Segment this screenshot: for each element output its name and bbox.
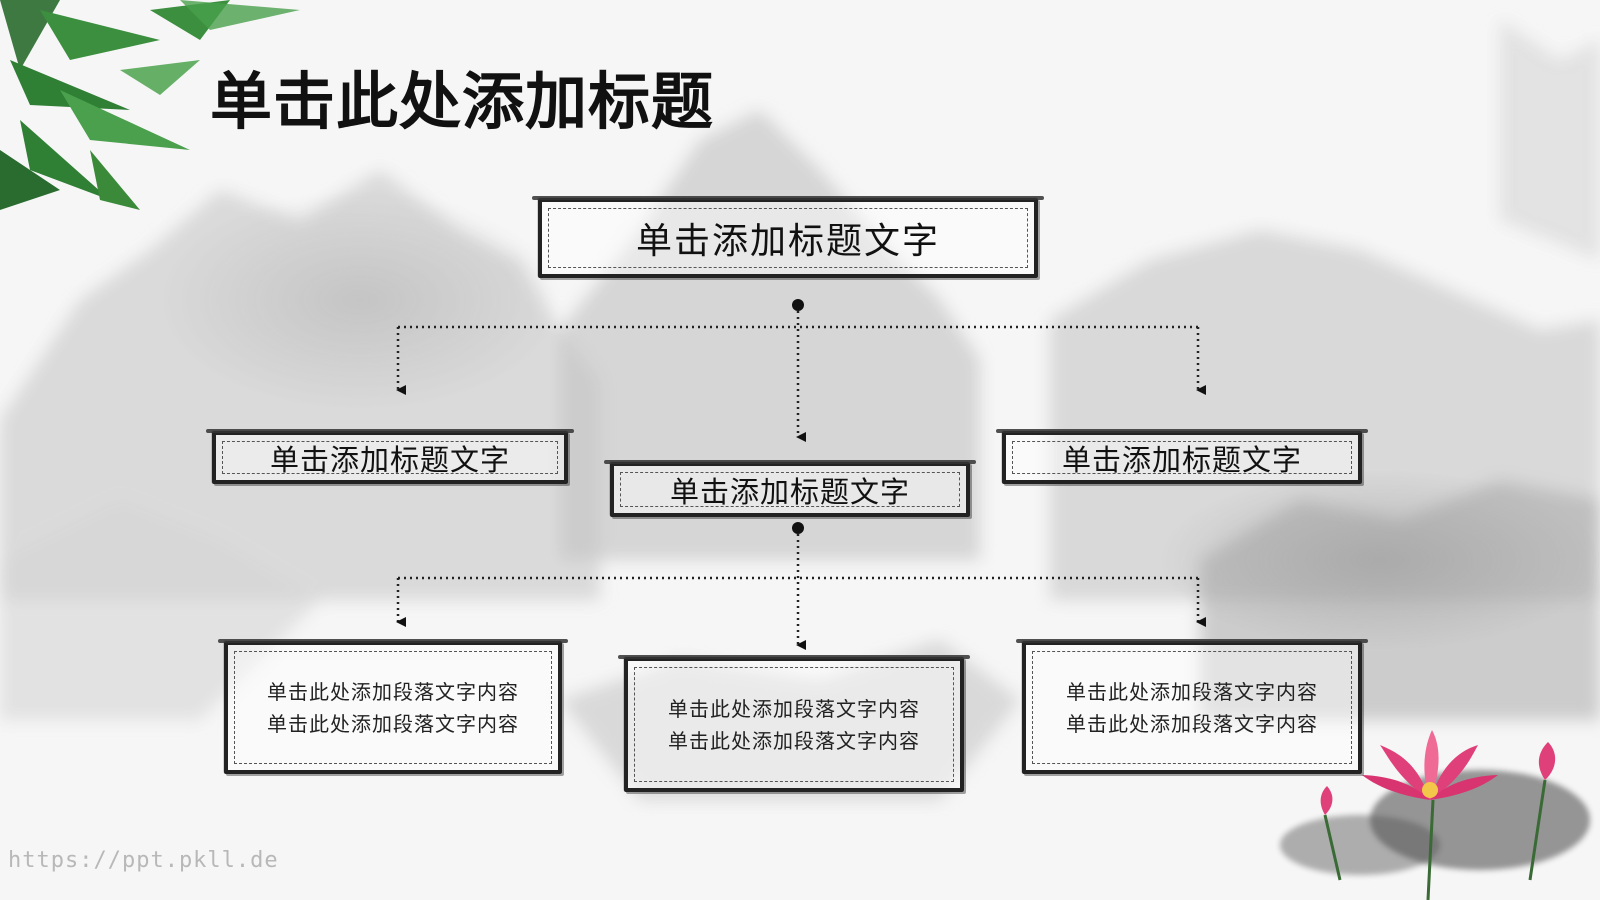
level3-node-text: 单击此处添加段落文字内容 单击此处添加段落文字内容: [267, 676, 519, 740]
level2-node-label: 单击添加标题文字: [669, 474, 910, 509]
connector-dot-root: [792, 299, 804, 311]
level3-node-box-left[interactable]: 单击此处添加段落文字内容 单击此处添加段落文字内容: [218, 639, 568, 774]
level3-node-text: 单击此处添加段落文字内容 单击此处添加段落文字内容: [1066, 676, 1318, 740]
level3-node-box-right[interactable]: 单击此处添加段落文字内容 单击此处添加段落文字内容: [1016, 639, 1368, 774]
level3-node-line: 单击此处添加段落文字内容: [267, 679, 519, 704]
root-node-box[interactable]: 单击添加标题文字: [532, 196, 1044, 278]
level3-node-text: 单击此处添加段落文字内容 单击此处添加段落文字内容: [668, 693, 920, 757]
page-title[interactable]: 单击此处添加标题: [210, 65, 715, 138]
level3-node-line: 单击此处添加段落文字内容: [267, 711, 519, 736]
level2-node-box-center[interactable]: 单击添加标题文字: [604, 460, 976, 517]
level3-node-box-center[interactable]: 单击此处添加段落文字内容 单击此处添加段落文字内容: [618, 655, 970, 792]
level2-node-box-left[interactable]: 单击添加标题文字: [206, 429, 574, 484]
level3-node-line: 单击此处添加段落文字内容: [668, 728, 920, 753]
level2-node-label: 单击添加标题文字: [1061, 442, 1302, 477]
level2-node-label: 单击添加标题文字: [269, 442, 510, 477]
connector-dot-mid: [792, 522, 804, 534]
level3-node-line: 单击此处添加段落文字内容: [668, 696, 920, 721]
watermark-text: https://ppt.pkll.de: [8, 848, 279, 873]
root-node-label: 单击添加标题文字: [635, 221, 940, 262]
level2-node-box-right[interactable]: 单击添加标题文字: [996, 429, 1368, 484]
level3-node-line: 单击此处添加段落文字内容: [1066, 711, 1318, 736]
level3-node-line: 单击此处添加段落文字内容: [1066, 679, 1318, 704]
bamboo-decoration: [0, 0, 300, 210]
lotus-decoration: [1280, 730, 1590, 900]
